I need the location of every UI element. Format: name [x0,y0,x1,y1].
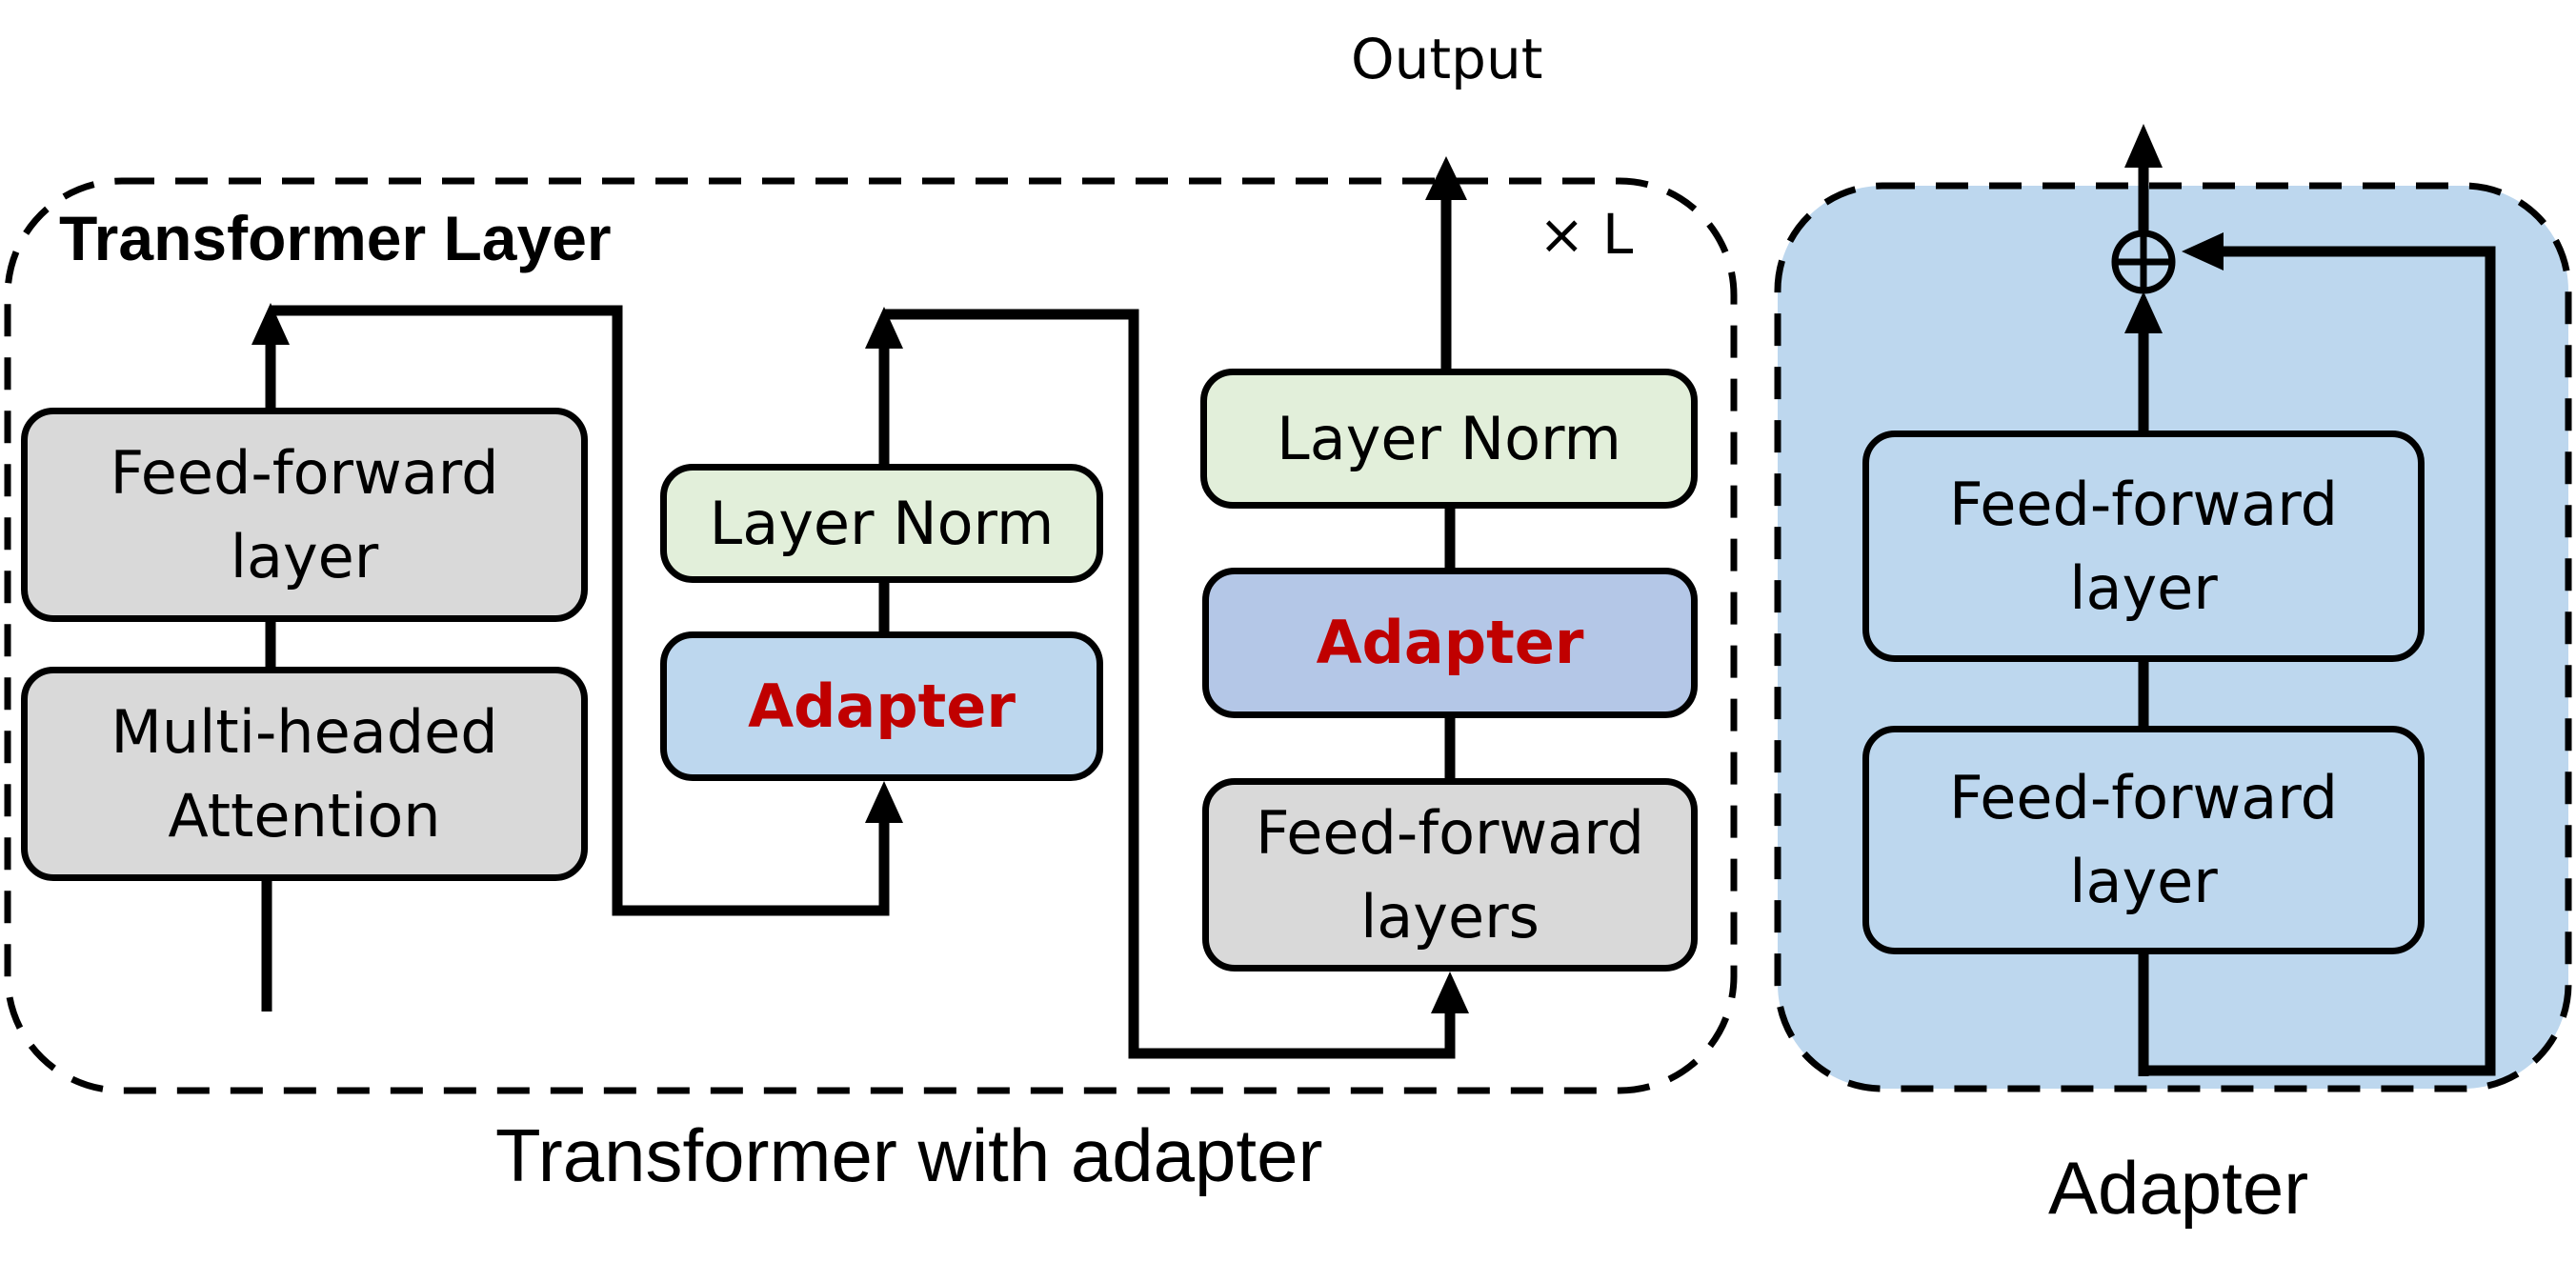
box-line: Feed-forward [1949,469,2338,539]
feed-forward-layers-box: Feed-forward layers [1202,778,1698,972]
arrow-head [252,303,290,345]
adapter-box-1: Adapter [660,631,1103,781]
feed-forward-layer-box: Feed-forward layer [21,408,588,622]
adapter-skip-path [2143,246,2496,1076]
layer-norm-box-2: Layer Norm [1200,369,1698,509]
adapter-ffn-top-box: Feed-forward layer [1862,431,2425,662]
box-line: layer [2069,552,2218,623]
arrow-head [1425,156,1467,200]
arrow-head [2182,232,2224,270]
residual-path-1 [271,305,890,916]
adapter-label: Adapter [748,671,1016,741]
box-line: layer [230,521,379,591]
arrow-head [2124,291,2163,333]
residual-path-2 [884,309,1456,1059]
arrow-head [1431,972,1469,1013]
box-line: Feed-forward [1949,763,2338,832]
transformer-layer-title: Transformer Layer [59,203,612,273]
multi-headed-attention-box: Multi-headed Attention [21,667,588,881]
adapter-box-2: Adapter [1202,568,1698,718]
transformer-caption: Transformer with adapter [495,1113,1323,1197]
box-line: Feed-forward [110,437,499,508]
arrow-head [2124,124,2163,168]
repeat-label: × L [1539,202,1634,267]
adapter-ffn-bottom-box: Feed-forward layer [1862,726,2425,954]
transformer-layer-frame [4,177,1738,1094]
sum-node [2111,230,2176,294]
box-line: Feed-forward [1256,797,1644,868]
adapter-caption: Adapter [2048,1146,2309,1230]
box-line: layers [1360,881,1540,951]
adapter-label: Adapter [1316,608,1584,677]
box-line: Layer Norm [1277,403,1621,473]
arrow-head [865,307,903,349]
box-line: Attention [168,780,441,851]
box-line: Multi-headed [111,696,498,767]
box-line: layer [2069,847,2218,916]
layer-norm-box-1: Layer Norm [660,464,1103,583]
arrow-head [865,781,903,823]
box-line: Layer Norm [709,488,1055,558]
output-label: Output [1351,27,1543,91]
